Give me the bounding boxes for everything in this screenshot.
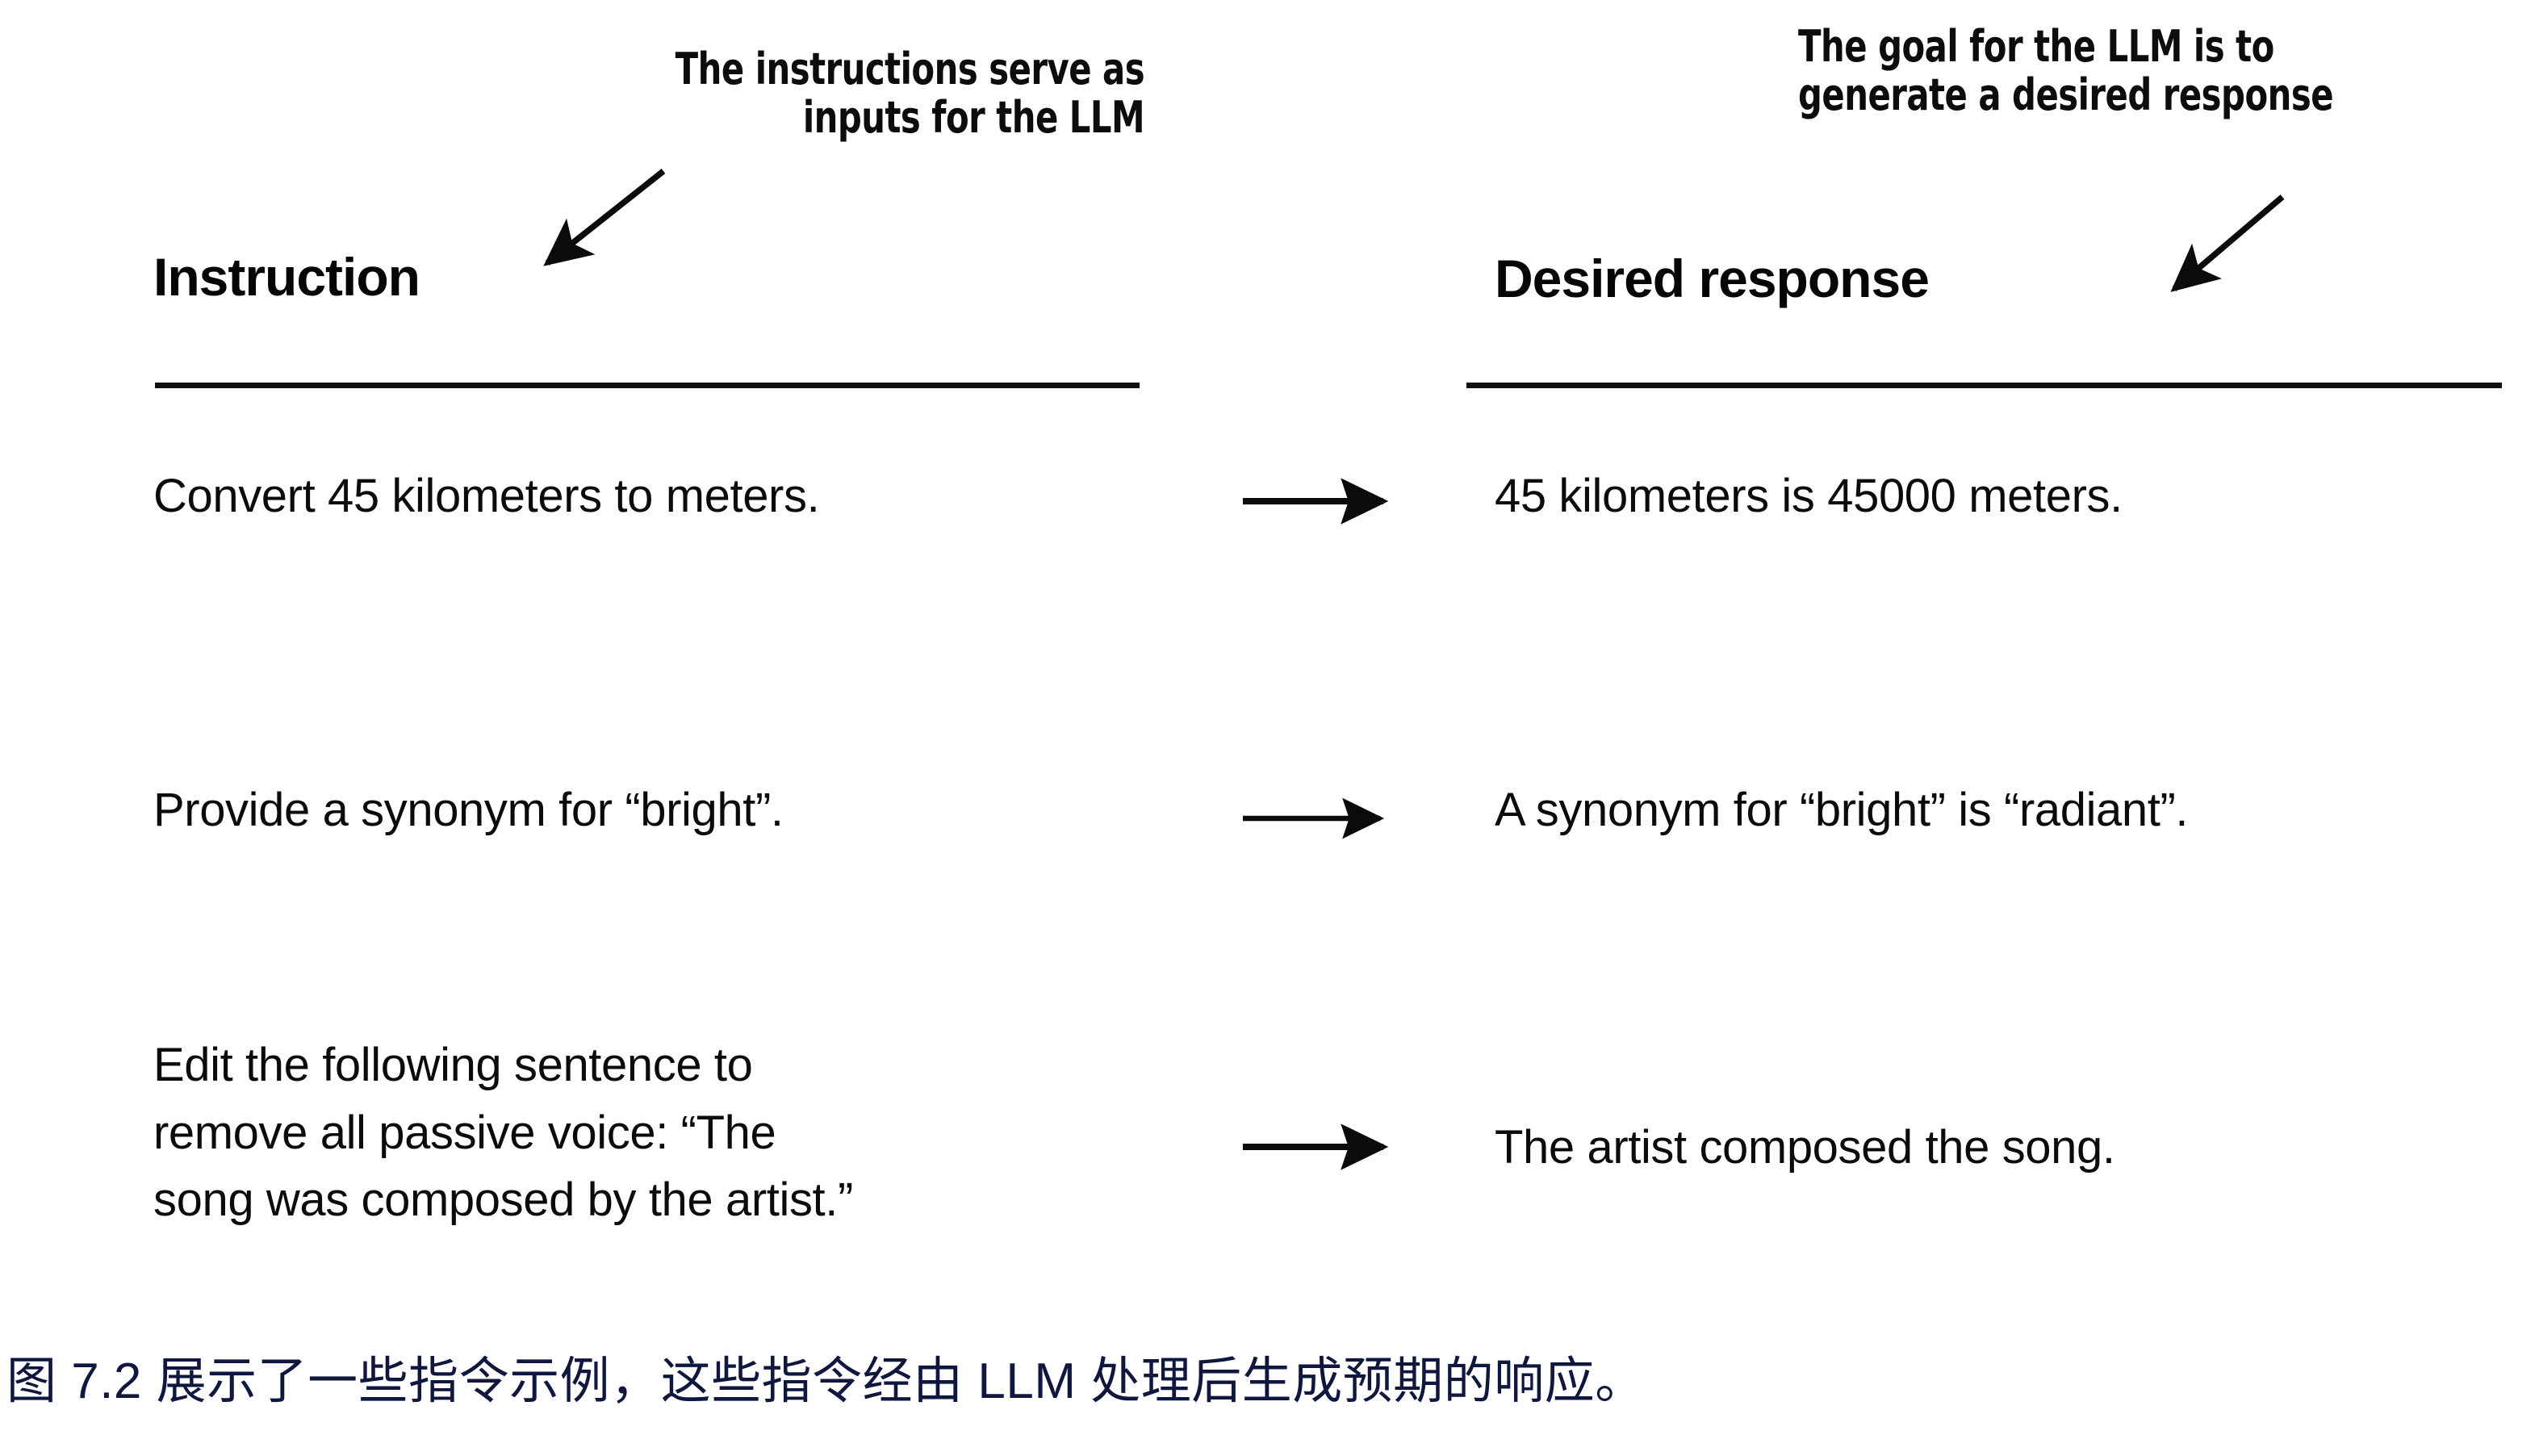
right-callout-pointer-arrow-icon xyxy=(2170,195,2285,292)
column-header-desired-response: Desired response xyxy=(1495,249,1930,308)
left-callout-pointer-arrow-icon xyxy=(543,169,666,266)
column-header-instruction: Instruction xyxy=(153,247,420,307)
header-rule-instruction xyxy=(155,383,1140,388)
desired-response-cell: 45 kilometers is 45000 meters. xyxy=(1495,470,2123,522)
mapping-arrow-icon xyxy=(1243,797,1385,839)
instruction-cell: Convert 45 kilometers to meters. xyxy=(153,470,820,522)
right-callout-text: The goal for the LLM is to generate a de… xyxy=(1798,21,2334,121)
instruction-cell: Edit the following sentence to remove al… xyxy=(153,1039,853,1227)
instruction-cell: Provide a synonym for “bright”. xyxy=(153,784,784,836)
figure-caption: 图 7.2 展示了一些指令示例，这些指令经由 LLM 处理后生成预期的响应。 xyxy=(6,1353,1646,1409)
mapping-arrow-icon xyxy=(1243,1123,1389,1170)
header-rule-desired-response xyxy=(1466,383,2502,388)
desired-response-cell: A synonym for “bright” is “radiant”. xyxy=(1495,784,2189,836)
mapping-arrow-icon xyxy=(1243,478,1389,525)
left-callout-text: The instructions serve as inputs for the… xyxy=(675,44,1145,144)
desired-response-cell: The artist composed the song. xyxy=(1495,1121,2115,1174)
